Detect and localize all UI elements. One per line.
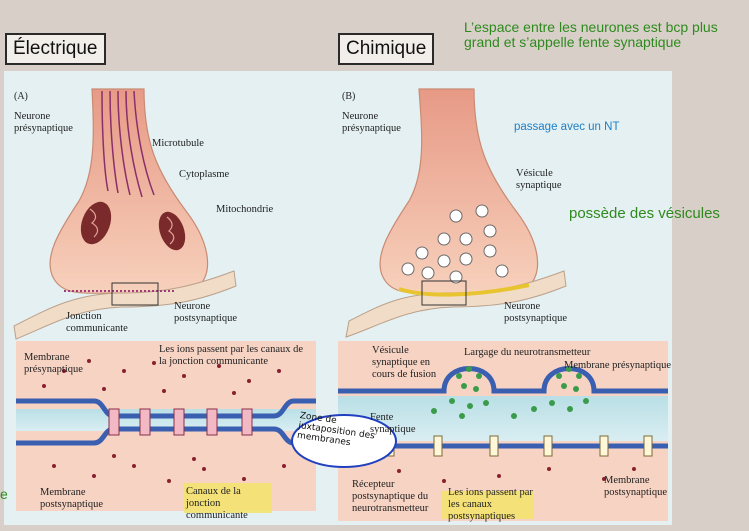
- synapse-illustration: [13, 88, 668, 521]
- note-vesicles: possède des vésicules: [569, 205, 720, 222]
- panel-a-neuron: [13, 88, 237, 340]
- label-cytoplasm: Cytoplasme: [179, 169, 230, 180]
- label-gap-junction: Jonction communicante: [66, 311, 128, 334]
- label-fusing-vesicle: Vésicule synaptique en cours de fusion: [372, 345, 437, 380]
- label-ions-channels: Les ions passent par les canaux de la jo…: [159, 344, 304, 367]
- note-synaptic-cleft: L’espace entre les neurones est bcp plus…: [464, 19, 718, 50]
- label-presynaptic-b: Neurone présynaptique: [342, 111, 401, 134]
- label-presynaptic-a: Neurone présynaptique: [14, 111, 73, 134]
- synapse-figure: (A) Neurone présynaptique Microtubule Cy…: [4, 71, 672, 525]
- label-microtubule: Microtubule: [152, 138, 204, 149]
- note-nt-passage: passage avec un NT: [514, 121, 620, 133]
- label-membrane-post-a: Membrane postsynaptique: [40, 487, 103, 510]
- label-mitochondria: Mitochondrie: [216, 204, 274, 215]
- electric-label: Électrique: [5, 33, 106, 65]
- label-ions-post: Les ions passent par les canaux postsyna…: [448, 487, 533, 522]
- chemical-label: Chimique: [338, 33, 435, 65]
- label-receptor: Récepteur postsynaptique du neurotransme…: [352, 479, 429, 514]
- margin-fragment: e: [0, 486, 8, 502]
- label-cleft: Fente synaptique: [370, 412, 416, 435]
- panel-a-zoom: [16, 341, 316, 513]
- label-vesicle: Vésicule synaptique: [516, 168, 562, 191]
- label-postsynaptic-a: Neurone postsynaptique: [174, 301, 237, 324]
- panel-b-zoom: [338, 341, 668, 521]
- label-membrane-post-b: Membrane postsynaptique: [604, 475, 667, 498]
- label-membrane-pre-b: Membrane présynaptique: [564, 360, 672, 371]
- label-channels-highlight: Canaux de la jonction communicante: [186, 486, 248, 521]
- label-membrane-pre-a: Membrane présynaptique: [24, 352, 83, 375]
- panel-b-tag: (B): [342, 91, 356, 102]
- panel-a-tag: (A): [14, 91, 28, 102]
- panel-b-neuron: [345, 88, 567, 338]
- label-postsynaptic-b: Neurone postsynaptique: [504, 301, 567, 324]
- label-release: Largage du neurotransmetteur: [464, 347, 591, 358]
